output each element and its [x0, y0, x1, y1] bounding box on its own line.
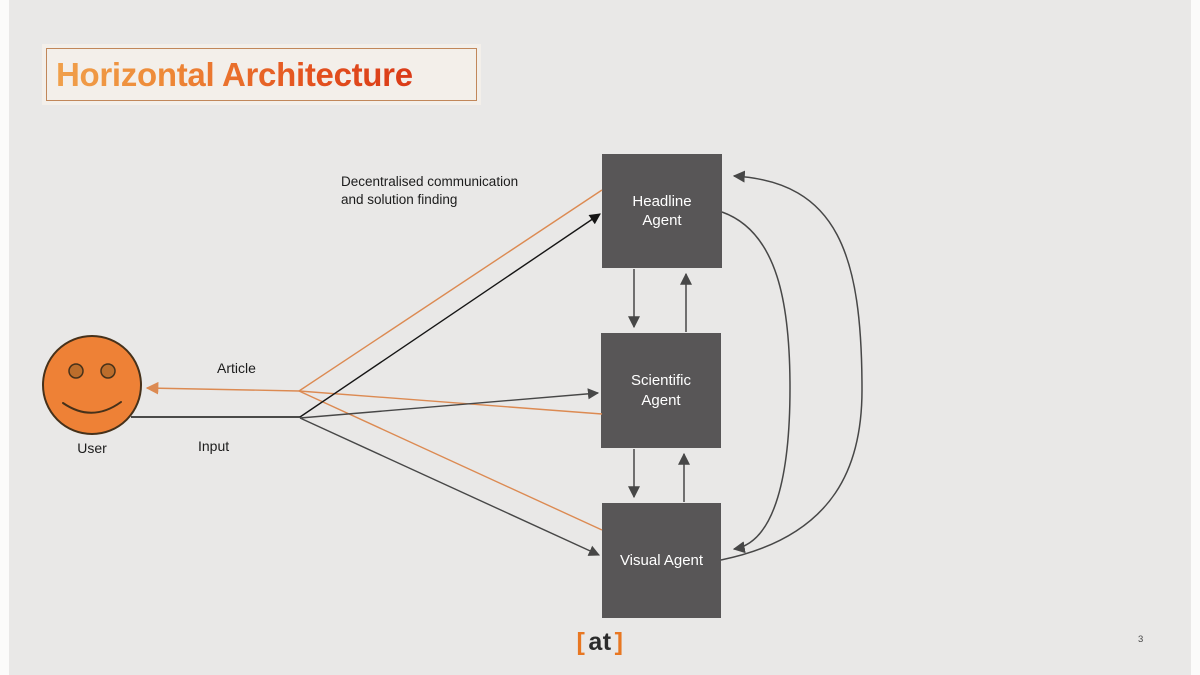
company-logo: [at] [0, 628, 1200, 657]
input-arrow-visual [299, 417, 601, 556]
input-arrow-scientific [299, 388, 600, 419]
article-arrow-to-user [145, 381, 300, 395]
article-lines [145, 189, 603, 531]
curve-headline-to-visual [721, 211, 791, 554]
slide-left-margin [0, 0, 9, 675]
headline-visual-curves [720, 170, 863, 561]
slide-right-margin [1191, 0, 1200, 675]
input-label: Input [198, 438, 230, 454]
user-face-icon [42, 335, 142, 435]
title-box: Horizontal Architecture [42, 44, 481, 105]
logo-text: at [588, 628, 612, 656]
input-lines-gray [299, 388, 601, 556]
decentralised-annotation: Decentralised communication and solution… [341, 174, 519, 208]
page-number: 3 [1138, 634, 1144, 645]
input-arrow-headline [299, 213, 601, 418]
visual-agent-box: Visual Agent [602, 503, 721, 618]
article-line-visual [298, 390, 603, 531]
article-label: Article [217, 360, 256, 376]
title-box-border: Horizontal Architecture [46, 48, 477, 101]
scientific-agent-box: Scientific Agent [601, 333, 721, 448]
user-face-left-eye [68, 363, 84, 379]
headline-agent-box: Headline Agent [602, 154, 722, 268]
logo-close-bracket: ] [614, 628, 624, 656]
user-label: User [77, 440, 107, 456]
logo-open-bracket: [ [576, 628, 586, 656]
user-face-smile [62, 401, 122, 414]
input-lines-black [131, 213, 601, 418]
article-line-scientific [298, 390, 603, 415]
page-title: Horizontal Architecture [56, 55, 413, 93]
user-face-head [42, 335, 142, 435]
article-line-headline [298, 189, 603, 392]
curve-visual-to-headline [720, 170, 863, 561]
user-face-right-eye [100, 363, 116, 379]
